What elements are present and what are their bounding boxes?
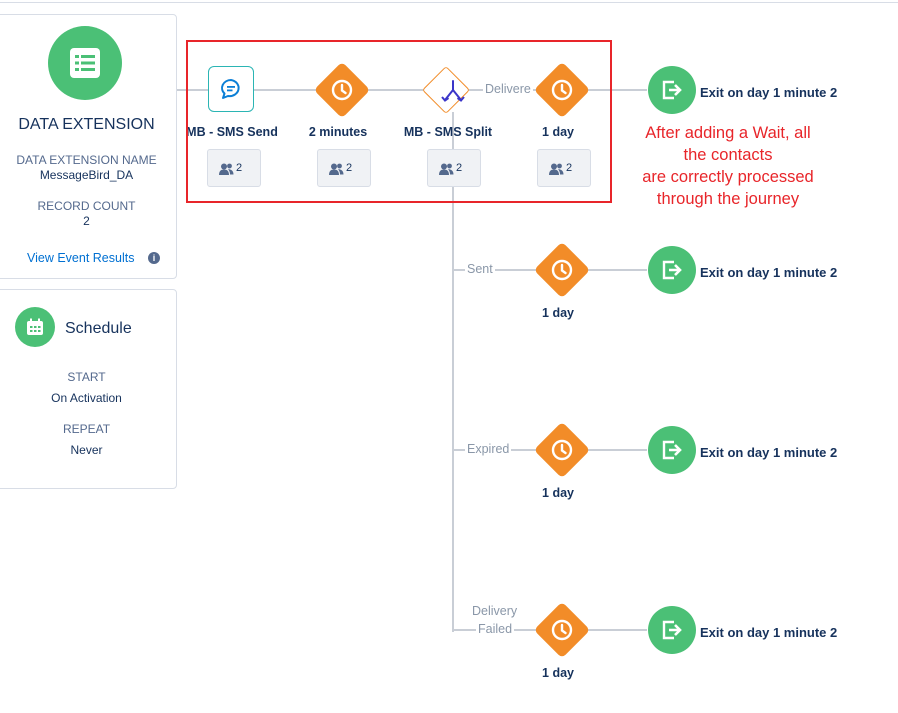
top-divider — [0, 2, 898, 3]
annotation-line: the contacts — [683, 146, 773, 164]
sms-split-label: MB - SMS Split — [403, 125, 493, 139]
info-icon[interactable]: i — [148, 252, 160, 264]
path-delivered-label: Delivere — [483, 82, 533, 96]
view-event-results-link[interactable]: View Event Results — [27, 251, 135, 265]
data-extension-name-label: DATA EXTENSION NAME — [16, 153, 157, 167]
record-count-label: RECORD COUNT — [37, 199, 136, 213]
exit-label: Exit on day 1 minute 2 — [700, 265, 838, 280]
path-failed-label: Failed — [476, 622, 515, 636]
data-extension-card[interactable]: DATA EXTENSION DATA EXTENSION NAME Messa… — [0, 14, 177, 279]
start-value: On Activation — [51, 391, 122, 405]
exit-icon[interactable] — [648, 246, 696, 294]
annotation-note: After adding a Wait, all the contacts ar… — [622, 122, 834, 210]
wait-2-minutes-label: 2 minutes — [308, 125, 368, 139]
exit-icon[interactable] — [648, 426, 696, 474]
repeat-value: Never — [70, 443, 103, 457]
schedule-card[interactable]: Schedule START On Activation REPEAT Neve… — [0, 289, 177, 489]
exit-label: Exit on day 1 minute 2 — [700, 625, 838, 640]
main-path-line — [177, 89, 647, 91]
sms-send-label: MB - SMS Send — [186, 125, 278, 139]
exit-label: Exit on day 1 minute 2 — [700, 445, 838, 460]
split-icon — [441, 80, 465, 102]
sms-send-count-value: 2 — [236, 162, 243, 174]
wait-2-minutes-count[interactable]: 2 — [317, 149, 371, 187]
path-sent-label: Sent — [465, 262, 495, 276]
data-extension-icon — [48, 26, 122, 100]
annotation-line: through the journey — [656, 190, 800, 208]
sms-split-count[interactable]: 2 — [427, 149, 481, 187]
annotation-line: After adding a Wait, all — [645, 124, 811, 142]
contacts-icon — [329, 163, 344, 175]
chat-bubble-icon — [221, 79, 240, 99]
exit-label: Exit on day 1 minute 2 — [700, 85, 838, 100]
calendar-icon — [15, 307, 55, 347]
exit-icon[interactable] — [648, 66, 696, 114]
start-label: START — [67, 370, 106, 384]
clock-icon — [551, 439, 573, 461]
repeat-label: REPEAT — [62, 422, 111, 436]
contacts-icon — [549, 163, 564, 175]
contacts-icon — [439, 163, 454, 175]
wait-2-minutes-count-value: 2 — [346, 162, 353, 174]
split-branch-line — [452, 112, 454, 632]
path-expired-label: Expired — [465, 442, 512, 456]
data-extension-title: DATA EXTENSION — [18, 116, 155, 133]
wait-1-day-label: 1 day — [542, 666, 574, 680]
highlight-box — [186, 40, 612, 203]
wait-1-day-label: 1 day — [542, 306, 574, 320]
data-extension-name-value: MessageBird_DA — [39, 168, 134, 182]
clock-icon — [551, 619, 573, 641]
path-delivery-label: Delivery — [470, 604, 520, 618]
record-count-value: 2 — [83, 214, 90, 228]
sms-send-activity[interactable] — [208, 66, 254, 112]
wait-1-day-count-value: 2 — [566, 162, 573, 174]
annotation-line: are correctly processed — [642, 168, 814, 186]
wait-1-day-label: 1 day — [542, 486, 574, 500]
schedule-title: Schedule — [65, 320, 132, 337]
clock-icon — [331, 79, 353, 101]
sms-send-count[interactable]: 2 — [207, 149, 261, 187]
contacts-icon — [219, 163, 234, 175]
wait-1-day-label: 1 day — [542, 125, 574, 139]
exit-icon[interactable] — [648, 606, 696, 654]
sms-split-count-value: 2 — [456, 162, 463, 174]
clock-icon — [551, 79, 573, 101]
clock-icon — [551, 259, 573, 281]
wait-1-day-count[interactable]: 2 — [537, 149, 591, 187]
